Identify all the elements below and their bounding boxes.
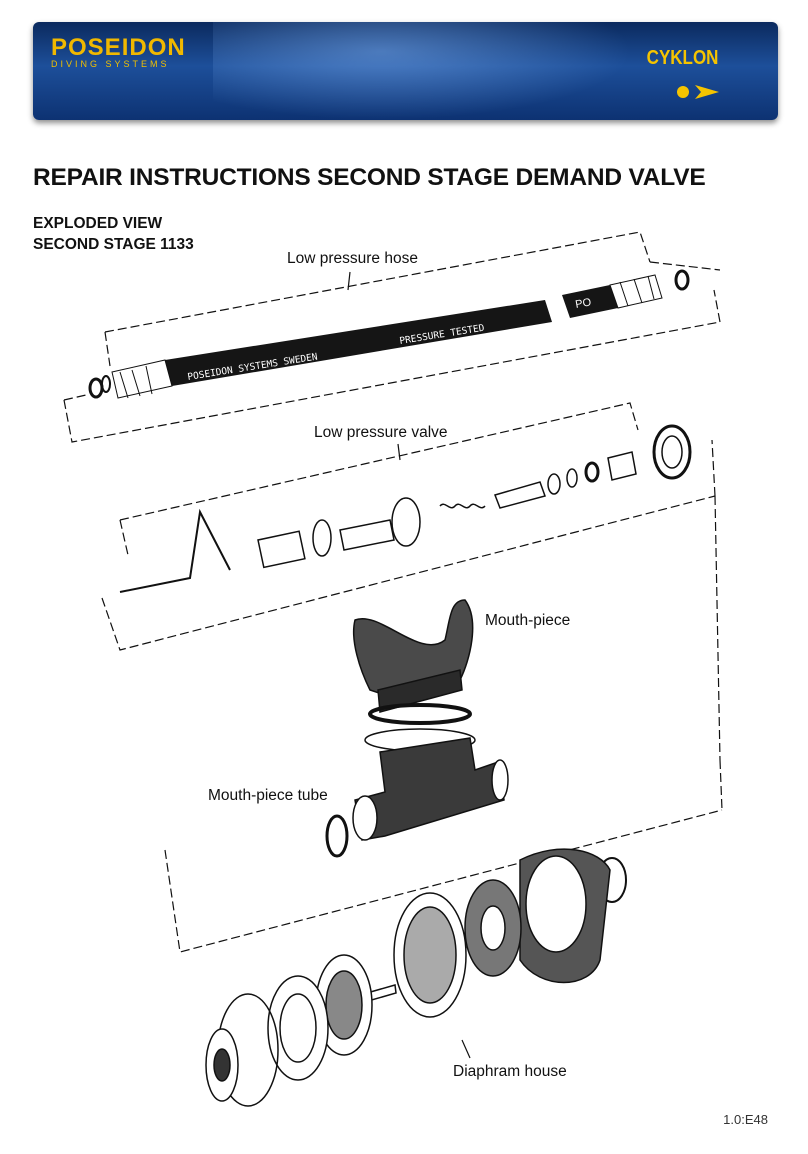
poseidon-logo: POSEIDON DIVING SYSTEMS [51, 34, 186, 69]
label-low-pressure-valve: Low pressure valve [314, 424, 448, 441]
dot-arrow-icon [677, 85, 719, 99]
banner-diver-image [213, 22, 633, 120]
model-name: CYKLON [646, 47, 718, 69]
header-banner: POSEIDON DIVING SYSTEMS CYKLON [33, 22, 778, 120]
section-heading: EXPLODED VIEW [33, 215, 163, 232]
label-low-pressure-hose: Low pressure hose [287, 250, 418, 267]
diaphragm-house [205, 848, 627, 1107]
page-number: 1.0:E48 [723, 1112, 768, 1127]
mouth-piece [352, 599, 476, 752]
mouth-piece-tube [325, 737, 509, 858]
valve-group-bracket [101, 402, 716, 651]
low-pressure-valve-parts [119, 424, 692, 593]
hose-group-bracket [63, 231, 721, 443]
label-mouth-piece: Mouth-piece [485, 612, 571, 629]
label-mouth-piece-tube: Mouth-piece tube [208, 787, 328, 804]
label-diaphram-house: Diaphram house [453, 1063, 567, 1080]
svg-text:PO: PO [574, 296, 592, 311]
section-subheading: SECOND STAGE 1133 [33, 236, 194, 253]
page-title: REPAIR INSTRUCTIONS SECOND STAGE DEMAND … [33, 164, 706, 191]
tube-group-bracket [164, 495, 723, 953]
low-pressure-hose: POSEIDON SYSTEMS SWEDEN PRESSURE TESTED … [88, 269, 690, 399]
